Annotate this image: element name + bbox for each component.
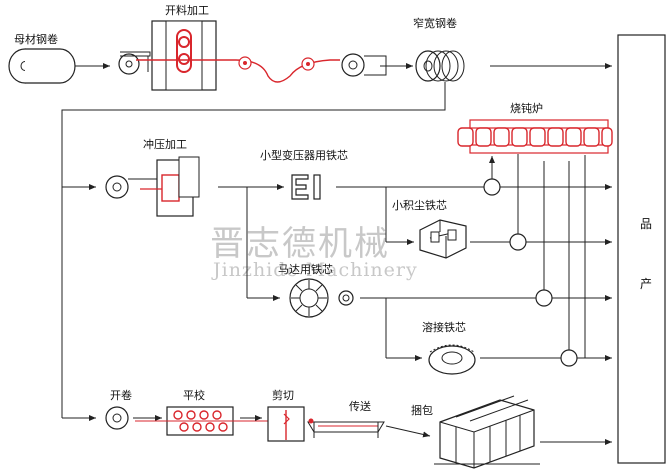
annealing-furnace-icon <box>457 119 613 154</box>
label-cutting: 剪切 <box>272 388 294 402</box>
label-narrow-coil: 窄宽钢卷 <box>413 16 457 30</box>
watermark-en: Jinzhide Machinery <box>211 259 418 281</box>
label-bundling: 捆包 <box>411 403 433 417</box>
product-label-top: 品 <box>640 217 652 231</box>
narrow-coil-icon <box>415 50 465 82</box>
cutting-machine-icon <box>267 406 305 442</box>
label-conveying: 传送 <box>349 399 371 413</box>
junction-2 <box>509 233 527 251</box>
junction-3 <box>535 289 553 307</box>
label-welded-core: 溶接铁芯 <box>422 320 466 334</box>
label-uncoil: 开卷 <box>110 388 132 402</box>
bundle-icon <box>434 395 540 469</box>
label-stamping: 冲压加工 <box>143 137 187 151</box>
label-leveling: 平校 <box>183 388 205 402</box>
label-annealing-furnace: 烧钝炉 <box>510 101 543 115</box>
welded-core-icon <box>428 344 476 375</box>
label-motor-core: 马达用铁芯 <box>278 262 333 276</box>
small-core-icon <box>419 219 467 259</box>
uncoil-icon <box>105 406 129 430</box>
parent-coil-icon <box>8 48 76 84</box>
slitting-machine-icon <box>118 20 387 91</box>
label-parent-coil: 母材钢卷 <box>14 32 58 46</box>
stamping-press-icon <box>105 156 200 217</box>
motor-core-icon <box>289 278 354 318</box>
label-small-transformer-core: 小型变压器用铁芯 <box>260 148 348 162</box>
ei-core-icon <box>291 174 321 200</box>
label-small-core: 小积尘铁芯 <box>392 198 447 212</box>
conveyor-icon <box>307 418 385 438</box>
junction-1 <box>483 178 501 196</box>
label-slitting: 开料加工 <box>165 3 209 17</box>
product-label-bottom: 产 <box>640 277 652 291</box>
watermark-cn: 晋志德机械 <box>210 224 390 264</box>
junction-4 <box>560 349 578 367</box>
product-panel <box>617 34 666 464</box>
